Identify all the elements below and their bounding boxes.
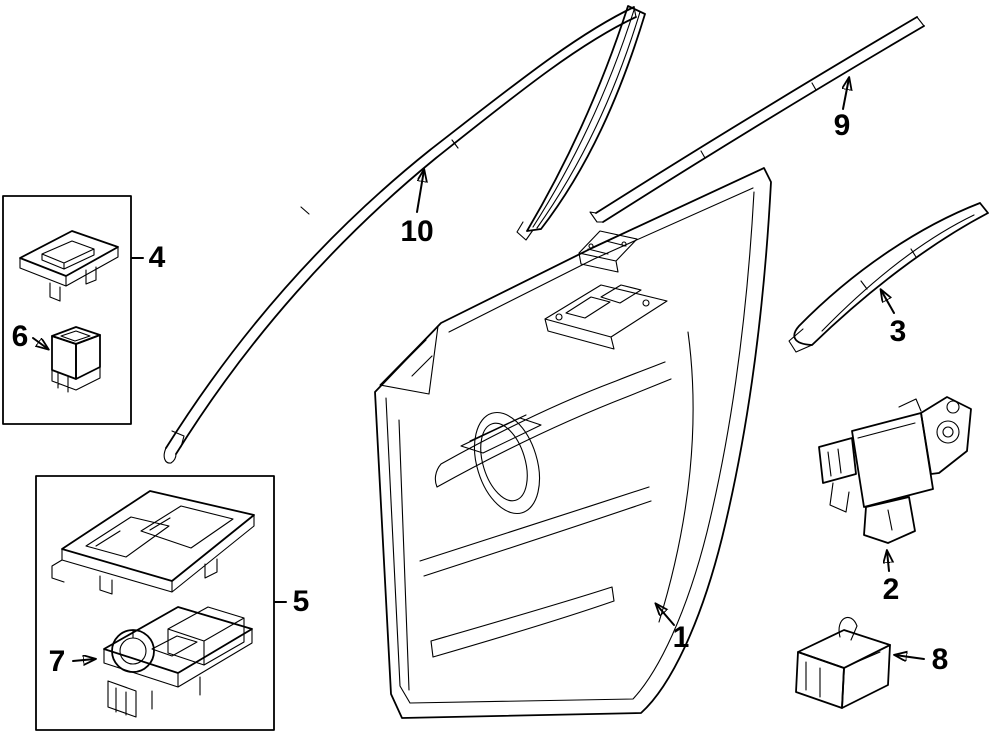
callout-label-9[interactable]: 9 <box>833 109 851 142</box>
callout-label-8[interactable]: 8 <box>931 643 949 676</box>
part-9-belt-molding-drawing <box>589 16 925 223</box>
part-4-switch-bezel-drawing <box>19 230 119 302</box>
callout-leader-lines <box>32 78 925 661</box>
callout-label-4[interactable]: 4 <box>148 241 166 274</box>
part-6-switch-drawing <box>51 326 101 393</box>
pillar-applique-drawing <box>516 5 646 241</box>
part-5-switch-panel-bezel-drawing <box>51 490 255 595</box>
part-1-door-trim-panel-drawing <box>374 167 772 719</box>
callout-label-10[interactable]: 10 <box>400 215 434 248</box>
callout-label-6[interactable]: 6 <box>11 320 29 353</box>
callout-label-2[interactable]: 2 <box>882 573 900 606</box>
group-box-4-6 <box>2 195 132 425</box>
callout-label-1[interactable]: 1 <box>672 621 690 654</box>
part-7-window-switch-assembly-drawing <box>103 606 253 718</box>
callout-label-5[interactable]: 5 <box>292 585 310 618</box>
part-3-rear-applique-drawing <box>788 202 989 353</box>
part-8-switch-drawing <box>795 616 891 709</box>
callout-label-7[interactable]: 7 <box>48 645 66 678</box>
part-2-bracket-component-drawing <box>818 396 972 544</box>
callout-label-3[interactable]: 3 <box>889 315 907 348</box>
group-box-5-7 <box>35 475 275 731</box>
